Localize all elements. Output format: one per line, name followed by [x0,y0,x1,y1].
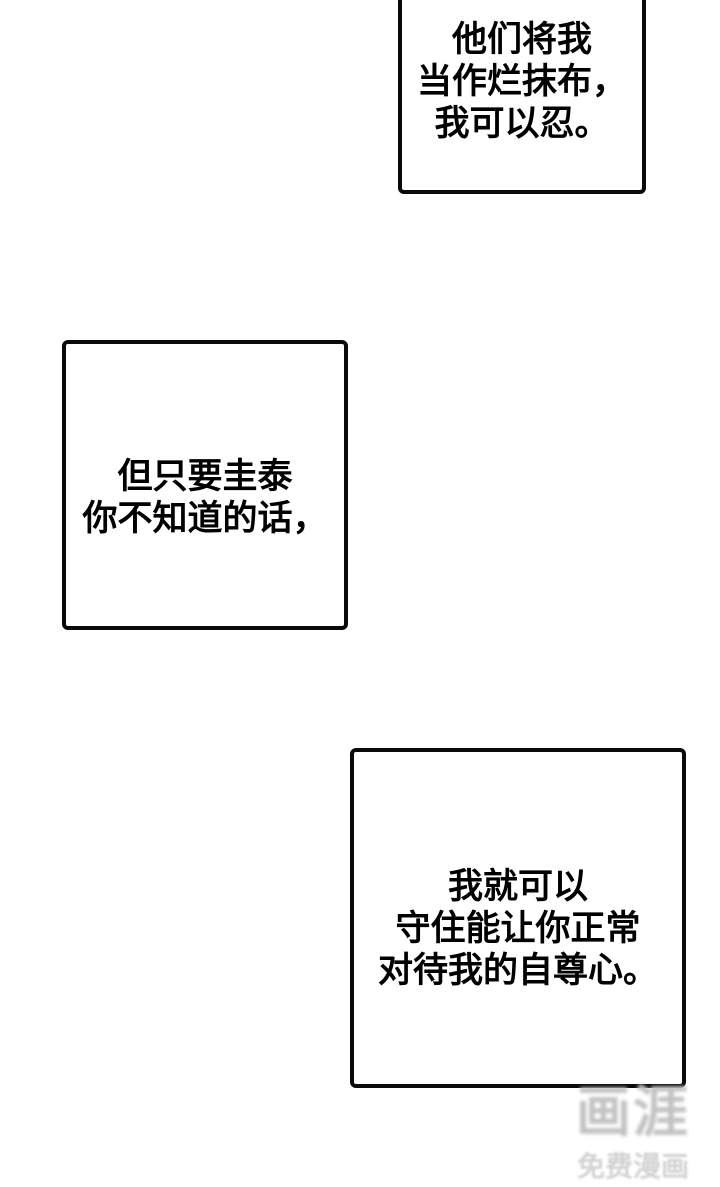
caption-line: 我就可以 [447,867,588,906]
caption-line: 我可以忍。 [434,104,610,143]
site-watermark: 画涯 免费漫画 [575,1081,690,1185]
caption-line: 他们将我 [451,20,592,59]
caption-text: 他们将我 当作烂抹布， 我可以忍。 [402,19,642,145]
caption-text: 但只要圭泰 你不知道的话， [66,456,344,540]
caption-box-bottom: 我就可以 守住能让你正常 对待我的自尊心。 [350,748,686,1088]
caption-line: 对待我的自尊心。 [377,951,658,990]
caption-line: 你不知道的话， [82,499,328,538]
huaya-logo: 画涯 [575,1081,690,1144]
caption-line: 当作烂抹布， [416,62,627,101]
caption-text: 我就可以 守住能让你正常 对待我的自尊心。 [354,866,682,992]
caption-line: 守住能让你正常 [395,909,641,948]
caption-box-middle: 但只要圭泰 你不知道的话， [62,340,348,630]
caption-line: 但只要圭泰 [117,457,293,496]
caption-box-top: 他们将我 当作烂抹布， 我可以忍。 [398,0,646,194]
watermark-tagline: 免费漫画 [576,1151,689,1182]
